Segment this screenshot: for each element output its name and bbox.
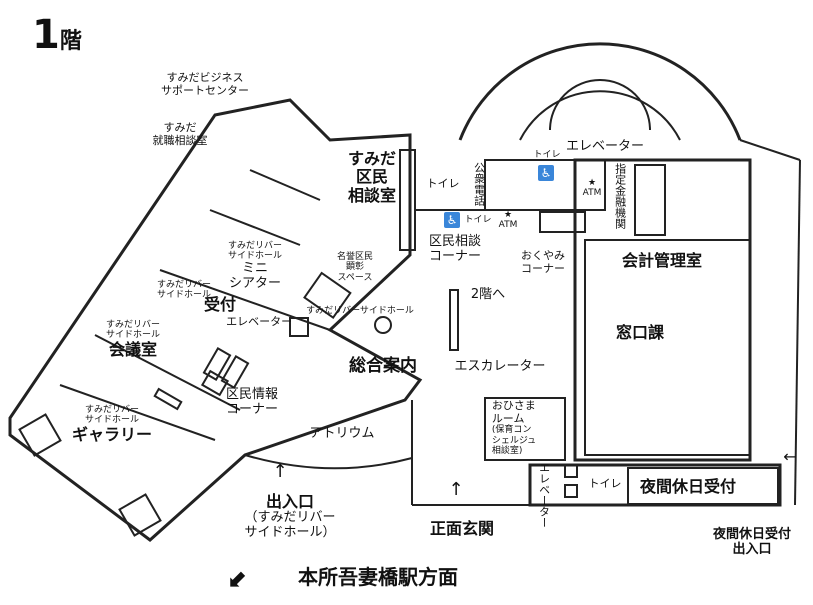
elevator-main: エレベーター [565,139,645,154]
direction-station: 本所吾妻橋駅方面 [298,565,458,589]
hall-entrance: 出入口（すみだリバーサイドホール） [244,492,336,541]
toilet: トイレ [464,215,492,225]
arrow-down-left-icon: ⬋ [227,564,249,592]
arrow-up-icon: ↑ [272,461,288,482]
honorary-citizen-space: 名誉区民顕彰スペース [336,252,374,283]
atm: ★ATM [582,178,602,199]
to-2f: 2階へ [470,287,506,302]
public-phone: 公衆電話 [472,162,486,206]
designated-bank: 指定金融機関 [613,163,627,229]
general-information: 総合案内 [349,356,417,376]
condolence-corner: おくやみコーナー [521,249,565,275]
toilet: トイレ [426,177,460,190]
reception: 受付 [203,295,237,314]
atrium: アトリウム [309,426,375,441]
elevator-small: エレベーター [537,462,551,528]
arrow-left-icon: ← [783,447,797,466]
hall-elevator: すみだリバーサイドホールエレベーター [226,306,414,329]
citizen-info-corner: 区民情報コーナー [225,387,279,417]
ohisama-room: おひさまルーム(保育コンシェルジュ相談室) [491,399,537,456]
mini-theater: すみだリバーサイドホールミニシアター [227,241,283,291]
hall-label: すみだリバーサイドホール [156,280,212,301]
room-business-support: すみだビジネスサポートセンター [161,71,249,97]
gallery: すみだリバーサイドホールギャラリー [71,405,153,444]
main-entrance: 正面玄関 [429,519,495,538]
floor-title: 1階 [32,12,82,58]
wheelchair-icon: ♿ [444,212,460,228]
escalator: エスカレーター [454,359,546,374]
toilet: トイレ [588,477,622,490]
room-citizen-consult: すみだ区民相談室 [347,149,397,205]
room-job-consult: すみだ就職相談室 [152,121,208,147]
wheelchair-icon: ♿ [538,165,554,181]
accounting-office: 会計管理室 [621,251,703,270]
arrow-up-icon: ↑ [448,479,464,500]
night-entrance: 夜間休日受付出入口 [712,527,792,557]
star-icon: ★ [503,210,513,220]
night-reception: 夜間休日受付 [639,477,737,496]
citizen-consult-corner: 区民相談コーナー [428,234,482,264]
star-icon: ★ [587,178,597,188]
atm: ★ATM [498,210,518,231]
service-counter: 窓口課 [615,323,665,342]
toilet: トイレ [533,150,561,160]
meeting-room: すみだリバーサイドホール会議室 [105,320,161,359]
